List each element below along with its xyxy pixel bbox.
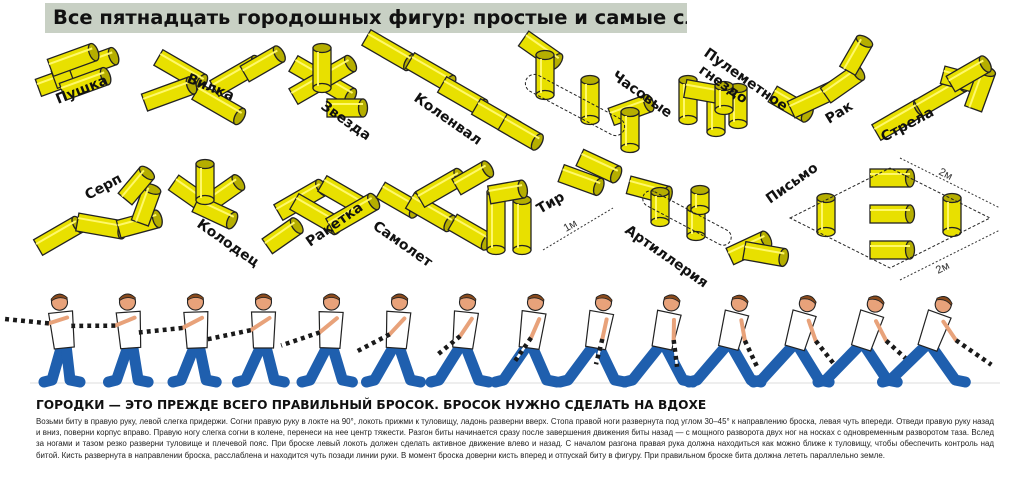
gorodok — [942, 192, 962, 238]
chasovye-dashed-outline — [524, 73, 626, 137]
gorodok — [869, 240, 916, 260]
figure-vilka — [140, 45, 286, 126]
gorodok — [620, 106, 640, 154]
player-figure — [4, 293, 86, 388]
figure-kolenval — [360, 28, 544, 151]
player-figure — [69, 293, 154, 388]
player-figure — [812, 295, 917, 388]
gorodok — [58, 66, 112, 102]
gorodok — [497, 113, 544, 151]
gorodok — [261, 217, 304, 255]
pismo-dimension-top — [899, 157, 1001, 209]
dashed-guides — [524, 73, 992, 269]
gorodok — [650, 186, 670, 228]
gorodok — [46, 42, 100, 78]
gorodok — [190, 82, 247, 126]
player-figure — [425, 293, 495, 388]
label-serp: Серп — [82, 171, 124, 204]
gorodok — [326, 98, 369, 118]
figure-samolet — [375, 160, 495, 251]
player-figure — [490, 293, 563, 388]
gorodok — [869, 204, 916, 224]
player-figure — [356, 293, 426, 388]
gorodok — [557, 163, 605, 197]
gorodok — [195, 158, 215, 206]
figure-zvezda — [288, 42, 369, 118]
figure-pismo — [816, 168, 962, 260]
label-pismo: Письмо — [763, 160, 821, 208]
figure-raketka — [261, 174, 381, 255]
gorodok — [486, 179, 529, 205]
pismo-diamond — [788, 167, 992, 269]
figure-pushka — [34, 42, 120, 102]
player-figure — [280, 293, 358, 388]
figure-tir — [486, 148, 623, 256]
artilleriya-dashed-outline — [642, 190, 732, 246]
gorodok — [324, 192, 381, 236]
figure-strela — [870, 55, 997, 142]
gorodok — [838, 34, 874, 77]
dimension-2m-top: 2м — [937, 166, 955, 183]
throw-sequence — [4, 293, 993, 388]
pismo-dimension-bottom — [899, 229, 1001, 281]
gorodok — [312, 42, 332, 94]
gorodok — [512, 194, 532, 256]
gorodok — [140, 76, 198, 112]
label-samolet: Самолет — [370, 218, 436, 271]
dimension-2m-bottom: 2м — [934, 260, 952, 277]
gorodok — [239, 45, 286, 83]
gorodok — [945, 55, 992, 93]
gorodok — [741, 240, 790, 268]
gorodok — [690, 184, 710, 216]
bat — [742, 339, 760, 370]
bat — [280, 330, 321, 348]
player-figure — [207, 293, 290, 388]
label-tir: Тир — [534, 189, 567, 218]
gorodok — [816, 192, 836, 238]
player-figure — [748, 295, 840, 388]
section-heading: ГОРОДКИ — ЭТО ПРЕЖДЕ ВСЕГО ПРАВИЛЬНЫЙ БР… — [36, 398, 707, 412]
gorodok — [117, 165, 156, 206]
figure-chasovye — [517, 30, 655, 154]
figure-pulemetnoe-gnezdo — [678, 74, 748, 138]
figure-rak — [767, 34, 874, 123]
gorodok — [130, 183, 162, 227]
player-figure — [554, 294, 631, 388]
gorodok — [404, 191, 457, 233]
gorodok — [714, 80, 734, 116]
player-figure — [683, 294, 767, 388]
gorodok — [451, 160, 495, 196]
gorodki-figures — [32, 28, 997, 268]
figure-kolodets — [167, 158, 246, 230]
bat — [356, 332, 391, 354]
player-figure — [877, 296, 993, 388]
gorodok — [580, 74, 600, 126]
dimension-markers — [542, 157, 1001, 281]
tir-dimension-line — [542, 207, 614, 251]
gorodok — [575, 148, 623, 184]
bat — [954, 338, 993, 367]
player-figure — [136, 293, 222, 388]
player-figure — [619, 294, 699, 388]
gorodok — [869, 168, 916, 188]
bat — [813, 339, 840, 370]
instruction-text: Возьми биту в правую руку, левой слегка … — [36, 417, 994, 460]
page-title: Все пятнадцать городошных фигур: простые… — [45, 3, 687, 33]
dimension-1m: 1м — [562, 217, 580, 234]
figure-artilleriya — [625, 175, 790, 268]
figure-serp — [32, 165, 163, 257]
bat — [434, 334, 462, 359]
